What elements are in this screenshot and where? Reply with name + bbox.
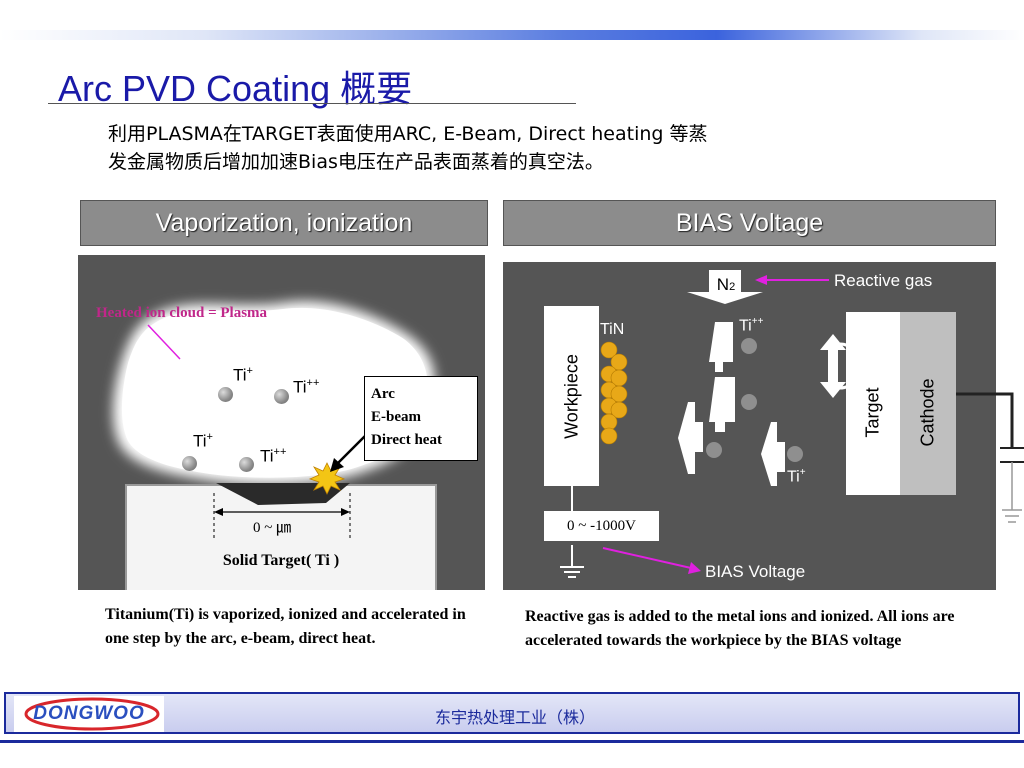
- target-label: Target: [862, 387, 883, 438]
- bias-voltage-header: BIAS Voltage: [503, 200, 996, 246]
- right-caption: Reactive gas is added to the metal ions …: [525, 608, 955, 649]
- ground-symbol: [560, 560, 584, 578]
- gas-inlet-arrow: [687, 270, 763, 304]
- movement-double-arrow: [820, 334, 846, 398]
- description-line-2: 发金属物质后增加加速Bias电压在产品表面蒸着的真空法。: [108, 151, 604, 173]
- ion-label-1: Ti+: [233, 365, 253, 385]
- energy-source-ebeam: E-beam: [371, 409, 421, 425]
- reactive-gas-label: Reactive gas: [834, 271, 933, 290]
- title-underline: [48, 103, 576, 104]
- ion-sphere-3: [182, 456, 197, 471]
- plasma-illustration: [113, 301, 437, 590]
- footer-bar: [4, 692, 1020, 734]
- cathode-block: [900, 312, 956, 495]
- energy-source-box: Arc E-beam Direct heat: [364, 376, 478, 461]
- vaporization-diagram: Heated ion cloud = Plasma Ti+ Ti++ Ti+ T…: [78, 255, 485, 590]
- company-name: 东宇热处理工业（株）: [434, 708, 595, 727]
- description: 利用PLASMA在TARGET表面使用ARC, E-Beam, Direct h…: [108, 120, 708, 176]
- plasma-label: Heated ion cloud = Plasma: [96, 305, 268, 321]
- thickness-label: 0 ~ ㎛: [253, 520, 292, 536]
- solid-target-label: Solid Target( Ti ): [222, 552, 340, 569]
- tin-label: TiN: [600, 321, 625, 338]
- bias-diagram: N2 Reactive gas TiN Ti++ Ti+ Workpiece T…: [503, 262, 996, 590]
- footer-underline: [0, 740, 1024, 743]
- right-ion-label-bottom: Ti+: [787, 467, 806, 486]
- energy-source-arc: Arc: [371, 386, 395, 402]
- ion-label-4: Ti++: [260, 446, 287, 466]
- arc-spark: [308, 462, 346, 495]
- power-supply-symbol: [996, 392, 1024, 523]
- top-gradient-stripe: [0, 30, 1024, 40]
- ion-sphere-2: [274, 389, 289, 404]
- ion-label-2: Ti++: [293, 377, 320, 397]
- dongwoo-logo-mark: [24, 697, 160, 731]
- ion-sphere-4: [239, 457, 254, 472]
- workpiece-block: [544, 306, 599, 486]
- ion-label-3: Ti+: [193, 431, 213, 451]
- cathode-label: Cathode: [917, 378, 938, 447]
- tin-coating-particles: [600, 341, 628, 445]
- vaporization-header: Vaporization, ionization: [80, 200, 488, 246]
- description-line-1: 利用PLASMA在TARGET表面使用ARC, E-Beam, Direct h…: [108, 123, 708, 145]
- left-caption: Titanium(Ti) is vaporized, ionized and a…: [105, 606, 466, 647]
- voltage-range-box: 0 ~ -1000V: [544, 511, 659, 541]
- workpiece-label: Workpiece: [561, 354, 582, 439]
- energy-source-direct-heat: Direct heat: [371, 432, 442, 448]
- bias-voltage-label: BIAS Voltage: [705, 562, 806, 581]
- page-title: Arc PVD Coating 概要: [58, 68, 413, 109]
- logo-text: DONGWOO: [33, 703, 145, 724]
- target-block: [846, 312, 900, 495]
- ion-sphere-1: [218, 387, 233, 402]
- right-ion-spheres: [706, 338, 803, 462]
- right-ion-label-top: Ti++: [739, 316, 764, 335]
- gas-formula: N2: [716, 275, 736, 294]
- company-logo: DONGWOO: [14, 696, 164, 732]
- ion-flow-arrows: [678, 322, 785, 486]
- plasma-pointer-line: [147, 324, 181, 360]
